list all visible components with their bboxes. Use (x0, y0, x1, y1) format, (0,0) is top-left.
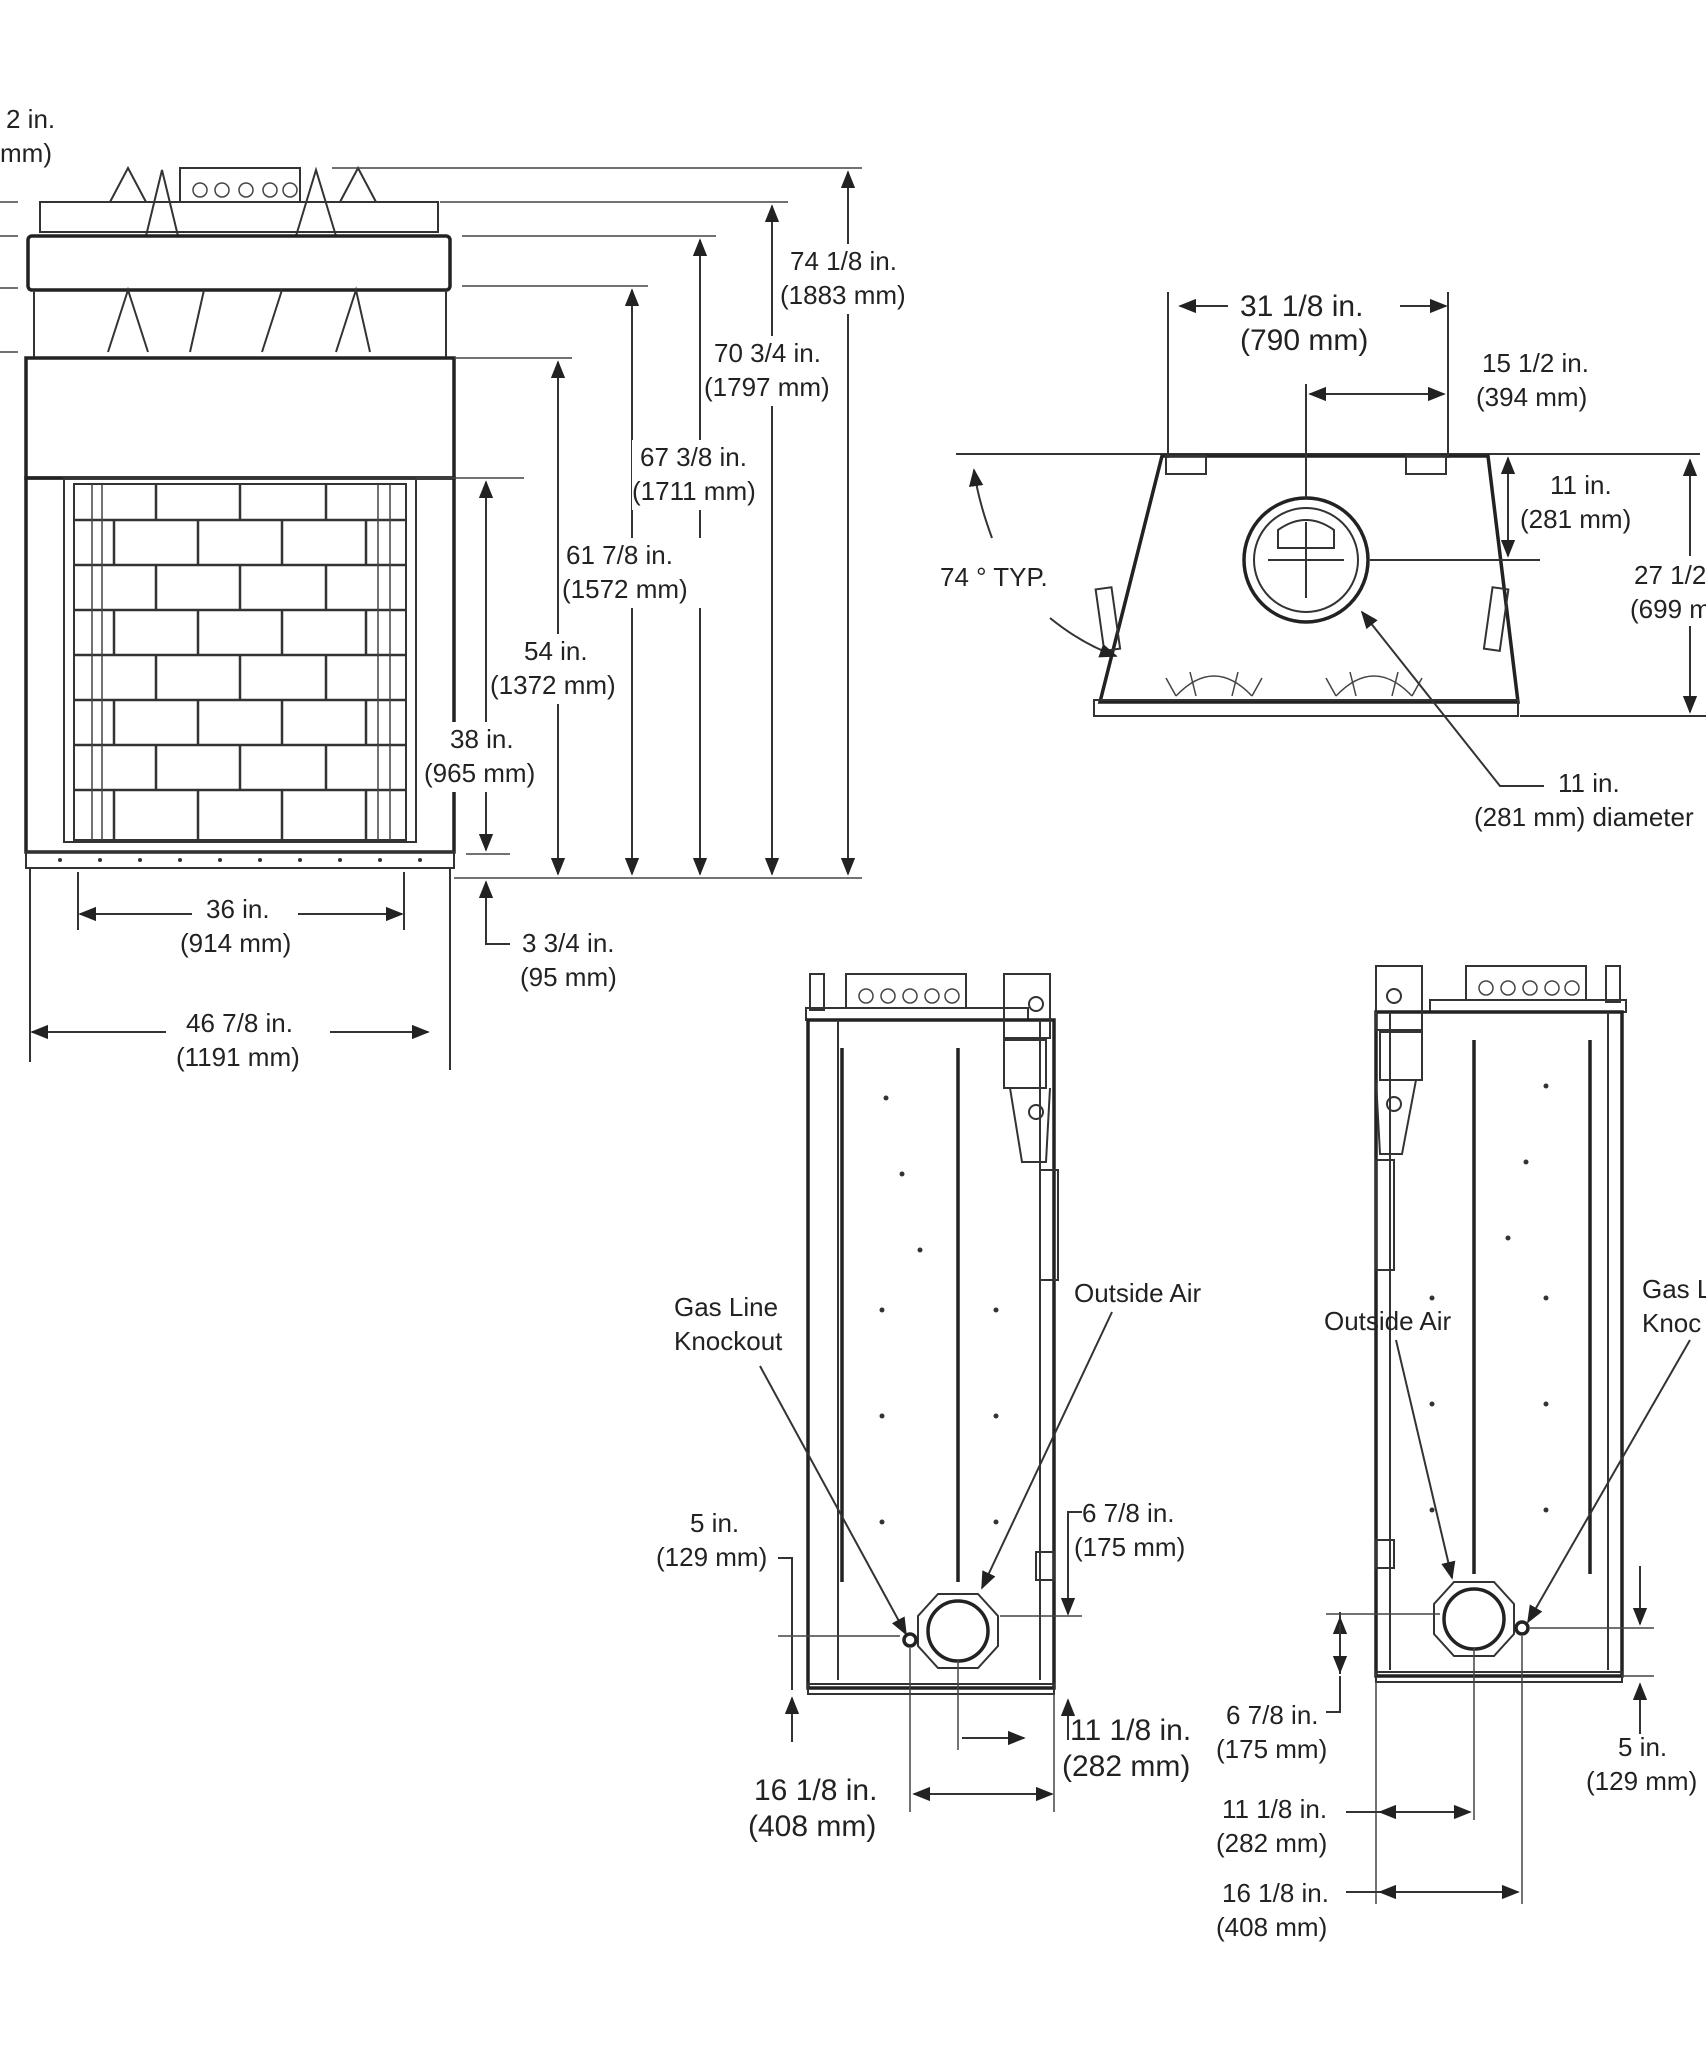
side-left-body (806, 1018, 1056, 1690)
standoff-spacers (109, 165, 377, 237)
side-left-dim-6-7-8-in: 6 7/8 in. (1082, 1498, 1175, 1528)
side-left-dim-16-1-8-mm: (408 mm) (748, 1810, 876, 1843)
side-view-left: Gas Line Knockout Outside Air 5 in. (129… (656, 973, 1202, 1843)
side-right-body (1374, 1010, 1624, 1678)
top-view: 31 1/8 in. (790 mm) 15 1/2 in. (394 mm) … (940, 290, 1706, 832)
dim-31-1-8-mm: (790 mm) (1240, 324, 1368, 357)
dim-38-in: 38 in. (450, 724, 514, 754)
dim-27-1-2-mm: (699 m (1630, 594, 1706, 624)
side-right-dim-6-7-8-in: 6 7/8 in. (1226, 1700, 1319, 1730)
firebox-opening (63, 477, 417, 843)
base-plate (25, 851, 455, 869)
base-dots (58, 858, 422, 862)
dim-31-1-8-in: 31 1/8 in. (1240, 290, 1363, 323)
dim-3-3-4-mm: (95 mm) (520, 962, 617, 992)
top-plate (39, 201, 439, 233)
left-edge-in-label: 2 in. (6, 104, 55, 134)
side-left-gas-line-2: Knockout (674, 1326, 783, 1356)
side-right-dim-5-in: 5 in. (1618, 1732, 1667, 1762)
top-view-burners (1165, 671, 1423, 697)
dim-46-7-8-in: 46 7/8 in. (186, 1008, 293, 1038)
side-left-outside-air: Outside Air (1074, 1278, 1202, 1308)
firebox-header (24, 356, 456, 480)
dim-36-in: 36 in. (206, 894, 270, 924)
front-view: 2 in. mm) 74 1/8 in. (1883 mm) 70 3/4 in… (0, 104, 922, 1072)
side-right-gas-line-1: Gas L (1642, 1274, 1706, 1304)
side-left-bracket (1003, 973, 1059, 1281)
side-right-outside-air: Outside Air (1324, 1306, 1452, 1336)
side-right-dim-11-1-8-in: 11 1/8 in. (1222, 1794, 1327, 1824)
dim-61-7-8-mm: (1572 mm) (562, 574, 688, 604)
side-right-dim-11-1-8-mm: (282 mm) (1216, 1828, 1327, 1858)
dim-3-3-4-leader (478, 880, 510, 945)
extension-lines (332, 167, 862, 879)
dim-61-7-8-in: 61 7/8 in. (566, 540, 673, 570)
side-left-dim-11-1-8-mm: (282 mm) (1062, 1750, 1190, 1783)
side-right-gas-line-2: Knoc (1642, 1308, 1701, 1338)
side-left-dots (879, 1095, 999, 1525)
dim-11-diameter-in: 11 in. (1558, 768, 1620, 798)
flue-collar (1242, 496, 1370, 624)
dim-67-3-8-mm: (1711 mm) (632, 476, 756, 506)
dim-11-diameter-leader (1360, 610, 1544, 787)
side-left-gas-knockout (902, 1632, 918, 1648)
left-edge-ticks (0, 201, 18, 353)
side-right-dim-16-1-8-mm: (408 mm) (1216, 1912, 1327, 1942)
dim-27-1-2-in: 27 1/2 (1634, 560, 1706, 590)
vent-holes (192, 182, 298, 198)
dim-74-1-8-in: 74 1/8 in. (790, 246, 897, 276)
dim-15-1-2-in: 15 1/2 in. (1482, 348, 1589, 378)
side-left-outside-air-collar (917, 1593, 999, 1669)
angle-arcs (969, 468, 1118, 658)
dim-11-top-lines (1370, 456, 1540, 561)
lower-spacers (107, 286, 371, 353)
dim-15-1-2-mm: (394 mm) (1476, 382, 1587, 412)
side-right-dots (1429, 1083, 1549, 1513)
side-right-outside-air-collar (1433, 1581, 1515, 1657)
side-right-bracket (1375, 965, 1423, 1271)
side-left-dim-11-1-8-in: 11 1/8 in. (1070, 1714, 1191, 1747)
side-view-right: Outside Air Gas L Knoc 6 7/8 in. (175 mm… (1216, 965, 1706, 1942)
top-view-outline (1097, 454, 1520, 704)
bottom-dimension-lines (29, 868, 451, 1070)
dim-11-diameter-mm: (281 mm) diameter (1474, 802, 1694, 832)
side-brick-stripes (91, 484, 391, 840)
dim-38-mm: (965 mm) (424, 758, 535, 788)
side-left-dim-16-1-8-in: 16 1/8 in. (754, 1774, 877, 1807)
dim-54-mm: (1372 mm) (490, 670, 616, 700)
side-right-gas-knockout (1514, 1620, 1530, 1636)
dim-70-3-4-in: 70 3/4 in. (714, 338, 821, 368)
top-header (26, 234, 452, 292)
refractory-brick-panel (74, 484, 406, 840)
dim-54-in: 54 in. (524, 636, 588, 666)
side-left-dim-5-in: 5 in. (690, 1508, 739, 1538)
side-right-dim-16-1-8-in: 16 1/8 in. (1222, 1878, 1329, 1908)
left-edge-mm-label: mm) (0, 138, 52, 168)
dim-70-3-4-mm: (1797 mm) (704, 372, 830, 402)
dim-31-1-8-lines (1167, 292, 1449, 458)
dim-15-1-2-lines (1305, 384, 1446, 498)
dim-11-top-mm: (281 mm) (1520, 504, 1631, 534)
angle-label: 74 ° TYP. (940, 562, 1048, 592)
dim-46-7-8-mm: (1191 mm) (176, 1042, 300, 1072)
dim-3-3-4-in: 3 3/4 in. (522, 928, 615, 958)
side-left-gas-line-1: Gas Line (674, 1292, 778, 1322)
side-right-dim-6-7-8-mm: (175 mm) (1216, 1734, 1327, 1764)
dim-67-3-8-in: 67 3/8 in. (640, 442, 747, 472)
side-left-dim-6-7-8-mm: (175 mm) (1074, 1532, 1185, 1562)
dim-11-top-in: 11 in. (1550, 470, 1612, 500)
dim-74-1-8-mm: (1883 mm) (780, 280, 906, 310)
side-right-dim-5-mm: (129 mm) (1586, 1766, 1697, 1796)
dim-36-mm: (914 mm) (180, 928, 291, 958)
side-left-dim-5-mm: (129 mm) (656, 1542, 767, 1572)
